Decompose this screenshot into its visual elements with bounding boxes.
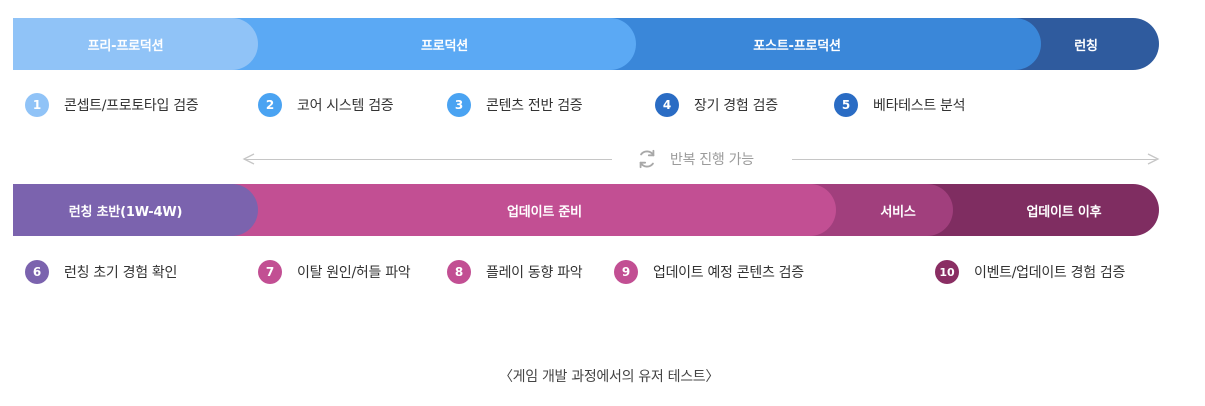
step-4: 4 장기 경험 검증 <box>655 92 778 118</box>
repeat-indicator: 반복 진행 가능 <box>636 147 754 171</box>
step-1: 1 콘셉트/프로토타입 검증 <box>25 92 199 118</box>
step-number-badge: 4 <box>655 93 679 117</box>
phase-service-label: 서비스 <box>880 204 916 220</box>
step-3: 3 콘텐츠 전반 검증 <box>447 92 583 118</box>
right-arrowhead-icon <box>1147 153 1160 165</box>
step-5: 5 베타테스트 분석 <box>834 92 966 118</box>
repeat-label: 반복 진행 가능 <box>670 152 754 168</box>
phase-after-update-label: 업데이트 이후 <box>1026 204 1102 220</box>
step-label: 플레이 동향 파악 <box>486 265 583 281</box>
step-number-badge: 6 <box>25 260 49 284</box>
step-number-badge: 7 <box>258 260 282 284</box>
step-8: 8 플레이 동향 파악 <box>447 259 583 285</box>
step-6: 6 런칭 초기 경험 확인 <box>25 259 177 285</box>
step-label: 이벤트/업데이트 경험 검증 <box>974 265 1126 281</box>
phase-post-production: 포스트-프로덕션 <box>593 18 1041 70</box>
step-label: 콘셉트/프로토타입 검증 <box>64 98 199 114</box>
refresh-icon <box>639 149 655 169</box>
step-number-badge: 2 <box>258 93 282 117</box>
phase-update-prep: 업데이트 준비 <box>213 184 836 236</box>
top-phase-bar: 런칭 포스트-프로덕션 프로덕션 프리-프로덕션 <box>13 18 1159 70</box>
phase-production-label: 프로덕션 <box>420 38 469 54</box>
step-9: 9 업데이트 예정 콘텐츠 검증 <box>614 259 804 285</box>
phase-early-launch-label: 런칭 초반(1W-4W) <box>68 204 183 220</box>
step-label: 코어 시스템 검증 <box>297 98 394 114</box>
phase-after-update: 업데이트 이후 <box>913 184 1159 236</box>
step-label: 베타테스트 분석 <box>873 98 966 114</box>
step-number-badge: 1 <box>25 93 49 117</box>
repeat-line-right <box>792 159 1156 160</box>
phase-production: 프로덕션 <box>213 18 636 70</box>
phase-update-prep-label: 업데이트 준비 <box>507 204 582 220</box>
phase-pre-production: 프리-프로덕션 <box>13 18 258 70</box>
figure-caption: 〈게임 개발 과정에서의 유저 테스트〉 <box>498 369 720 385</box>
step-number-badge: 3 <box>447 93 471 117</box>
phase-pre-production-label: 프리-프로덕션 <box>87 38 164 54</box>
phase-early-launch: 런칭 초반(1W-4W) <box>13 184 258 236</box>
step-number-badge: 9 <box>614 260 638 284</box>
step-number-badge: 5 <box>834 93 858 117</box>
step-label: 콘텐츠 전반 검증 <box>486 98 583 114</box>
step-10: 10 이벤트/업데이트 경험 검증 <box>935 259 1125 285</box>
step-2: 2 코어 시스템 검증 <box>258 92 394 118</box>
bottom-phase-bar: 업데이트 이후 서비스 업데이트 준비 런칭 초반(1W-4W) <box>13 184 1159 236</box>
step-label: 업데이트 예정 콘텐츠 검증 <box>653 265 804 281</box>
phase-post-production-label: 포스트-프로덕션 <box>753 38 841 54</box>
step-7: 7 이탈 원인/허들 파악 <box>258 259 411 285</box>
repeat-line-left <box>244 159 612 160</box>
step-label: 런칭 초기 경험 확인 <box>64 265 178 281</box>
step-number-badge: 10 <box>935 260 959 284</box>
step-label: 이탈 원인/허들 파악 <box>297 265 411 281</box>
step-label: 장기 경험 검증 <box>694 98 778 114</box>
phase-launch-label: 런칭 <box>1074 38 1098 54</box>
step-number-badge: 8 <box>447 260 471 284</box>
